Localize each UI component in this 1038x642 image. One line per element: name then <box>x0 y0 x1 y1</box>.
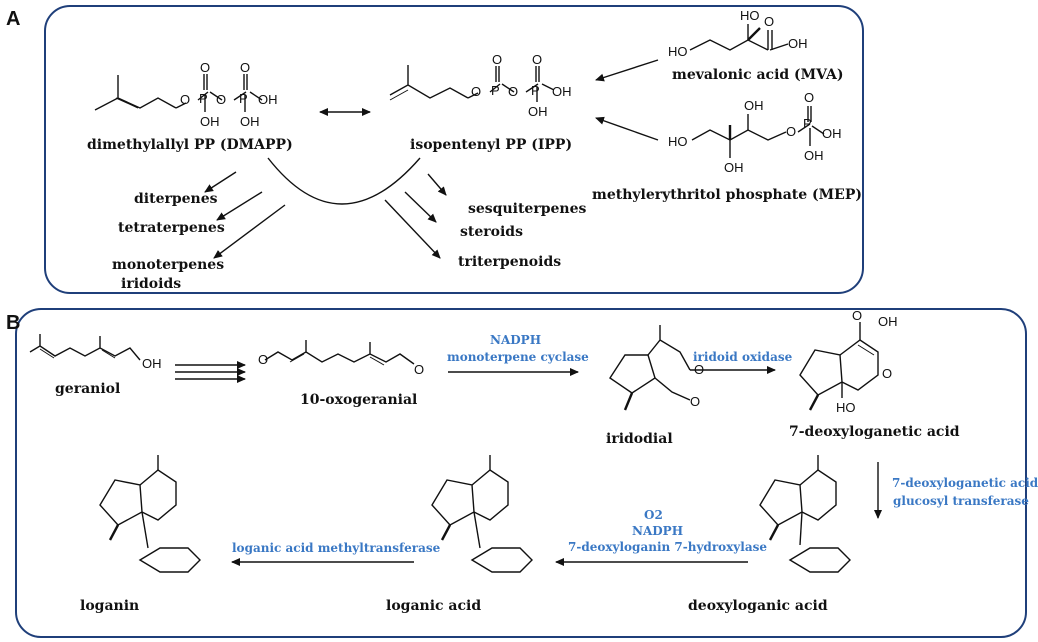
enzyme-glucosyl-2: glucosyl transferase <box>893 494 1029 508</box>
product-diterpenes: diterpenes <box>134 191 218 207</box>
panel-b-frame <box>15 308 1027 638</box>
svg-text:P: P <box>199 91 208 106</box>
svg-text:OH: OH <box>804 148 824 163</box>
svg-text:OH: OH <box>788 36 808 51</box>
svg-text:O: O <box>764 14 774 29</box>
ipp-structure <box>389 65 555 102</box>
svg-text:OH: OH <box>744 98 764 113</box>
svg-text:OH: OH <box>552 84 572 99</box>
oxogeranial-structure <box>264 340 415 366</box>
svg-text:P: P <box>239 91 248 106</box>
compound-deoxyloganetic: 7-deoxyloganetic acid <box>789 424 960 440</box>
compound-deoxyloganic: deoxyloganic acid <box>688 598 828 614</box>
svg-text:O: O <box>852 308 862 323</box>
svg-text:HO: HO <box>668 44 688 59</box>
enzyme-oxidase: iridoid oxidase <box>693 350 793 364</box>
svg-text:OH: OH <box>200 114 220 129</box>
loganin-structure <box>99 455 201 573</box>
ipp-label: isopentenyl PP (IPP) <box>410 137 573 153</box>
mva-label: mevalonic acid (MVA) <box>672 67 844 83</box>
dmapp-structure <box>94 74 263 112</box>
deoxyloganic-structure <box>759 455 851 573</box>
svg-text:OH: OH <box>878 314 898 329</box>
enzyme-cyclase: monoterpene cyclase <box>447 350 589 364</box>
compound-loganin: loganin <box>80 598 140 614</box>
product-monoterpenes: monoterpenes <box>112 257 225 273</box>
svg-text:HO: HO <box>668 134 688 149</box>
svg-text:O: O <box>414 362 424 377</box>
mep-structure <box>691 106 825 158</box>
dmapp-label: dimethylallyl PP (DMAPP) <box>87 137 293 153</box>
geraniol-structure <box>29 334 141 361</box>
compound-iridodial: iridodial <box>606 431 673 447</box>
enzyme-cyclase-cofactor: NADPH <box>490 333 542 347</box>
svg-text:O: O <box>216 92 226 107</box>
enzyme-methyltransferase: loganic acid methyltransferase <box>232 541 441 555</box>
svg-text:OH: OH <box>822 126 842 141</box>
svg-text:HO: HO <box>836 400 856 415</box>
enzyme-hydroxylase: 7-deoxyloganin 7-hydroxylase <box>568 540 767 554</box>
svg-text:O: O <box>694 362 704 377</box>
svg-text:O: O <box>180 92 190 107</box>
svg-text:O: O <box>492 52 502 67</box>
product-sesquiterpenes: sesquiterpenes <box>468 201 587 217</box>
compound-geraniol: geraniol <box>55 381 121 397</box>
svg-text:O: O <box>786 124 796 139</box>
svg-text:O: O <box>200 60 210 75</box>
product-tetraterpenes: tetraterpenes <box>118 220 225 236</box>
mep-label: methylerythritol phosphate (MEP) <box>592 187 862 203</box>
panel-a-label: A <box>6 8 21 30</box>
svg-text:OH: OH <box>240 114 260 129</box>
panel-b-label: B <box>6 312 21 334</box>
svg-text:O: O <box>508 84 518 99</box>
compound-loganic: loganic acid <box>386 598 482 614</box>
deoxyloganetic-structure <box>799 322 879 411</box>
svg-text:OH: OH <box>258 92 278 107</box>
compound-oxogeranial: 10-oxogeranial <box>300 392 418 408</box>
panel-a-frame <box>44 5 864 294</box>
enzyme-hydroxylase-cofactor: NADPH <box>632 524 684 538</box>
svg-text:O: O <box>804 90 814 105</box>
svg-text:O: O <box>258 352 268 367</box>
svg-text:O: O <box>471 84 481 99</box>
product-steroids: steroids <box>460 224 523 240</box>
svg-text:OH: OH <box>142 356 162 371</box>
svg-text:O: O <box>532 52 542 67</box>
loganic-structure <box>431 455 533 573</box>
enzyme-o2: O2 <box>644 508 663 522</box>
enzyme-glucosyl-1: 7-deoxyloganetic acid <box>892 476 1038 490</box>
svg-text:O: O <box>882 366 892 381</box>
product-triterpenoids: triterpenoids <box>458 254 562 270</box>
svg-text:P: P <box>531 83 540 98</box>
svg-text:HO: HO <box>740 8 760 23</box>
mva-structure <box>689 24 789 51</box>
iridodial-structure <box>609 325 691 411</box>
svg-text:O: O <box>690 394 700 409</box>
svg-text:P: P <box>803 116 812 131</box>
svg-text:P: P <box>491 83 500 98</box>
svg-text:O: O <box>240 60 250 75</box>
product-iridoids: iridoids <box>121 276 182 292</box>
svg-text:OH: OH <box>528 104 548 119</box>
svg-text:OH: OH <box>724 160 744 175</box>
